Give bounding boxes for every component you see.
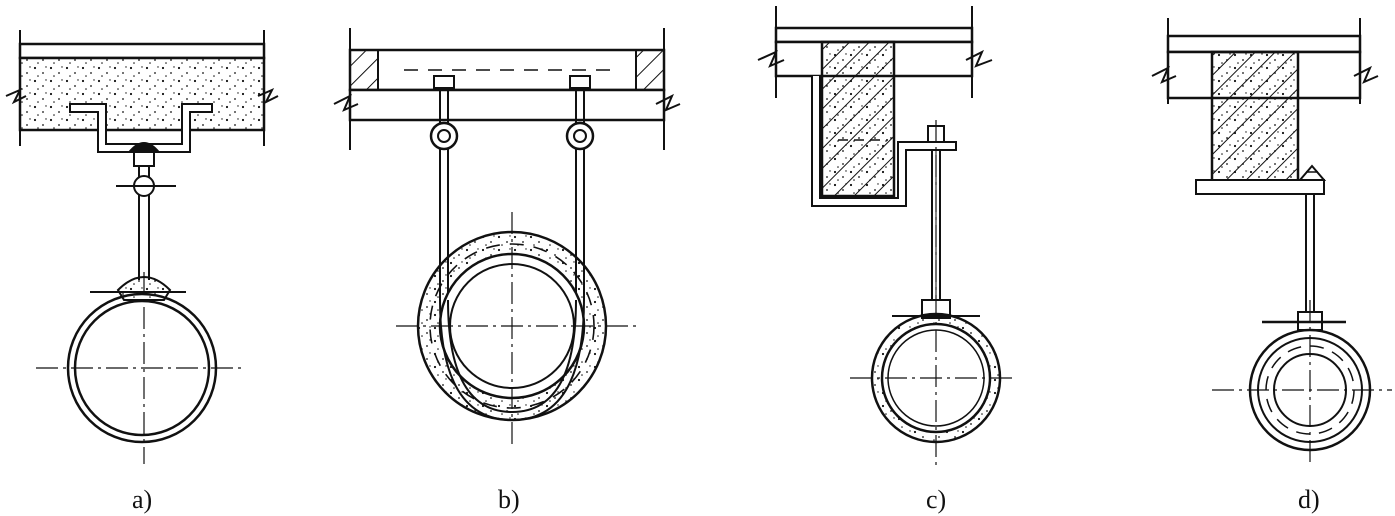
panel-label-b: b) bbox=[498, 485, 520, 514]
embedded-channel bbox=[69, 103, 213, 153]
break-mark-icon bbox=[757, 50, 785, 68]
panel-label-c: c) bbox=[926, 485, 946, 514]
break-mark-icon bbox=[1353, 65, 1379, 84]
break-mark-icon bbox=[655, 93, 681, 112]
panel-c bbox=[757, 6, 1016, 468]
panel-label-d: d) bbox=[1298, 485, 1320, 514]
break-mark-icon bbox=[5, 88, 27, 105]
break-mark-icon bbox=[1151, 65, 1177, 84]
beam-clamp-bracket bbox=[811, 76, 957, 207]
break-mark-icon bbox=[333, 93, 359, 112]
channel-nut bbox=[128, 142, 160, 152]
panel-a bbox=[5, 30, 279, 464]
nut bbox=[133, 151, 155, 167]
panel-d bbox=[1151, 18, 1392, 466]
slab-finish-layer bbox=[18, 42, 266, 60]
break-mark-icon bbox=[257, 88, 279, 105]
panel-b bbox=[333, 28, 681, 448]
break-mark-icon bbox=[965, 49, 993, 68]
panel-label-a: a) bbox=[132, 485, 152, 514]
precast-slab bbox=[348, 88, 666, 122]
angle-steel bbox=[1195, 179, 1325, 195]
